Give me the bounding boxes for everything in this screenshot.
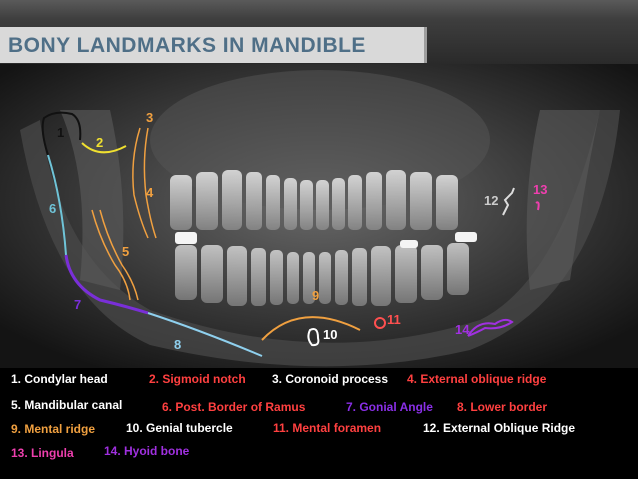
legend-item-13: 13. Lingula xyxy=(11,446,74,460)
mental-foramen-circle xyxy=(374,317,386,329)
genial-tubercle-outline xyxy=(307,328,320,347)
legend-item-11: 11. Mental foramen xyxy=(273,421,382,435)
label-3: 3 xyxy=(146,110,154,125)
label-8: 8 xyxy=(174,337,182,352)
label-13: 13 xyxy=(533,182,548,197)
label-14: 14 xyxy=(455,322,470,337)
legend-item-9: 9. Mental ridge xyxy=(11,422,96,436)
title-bar xyxy=(0,27,427,63)
label-1: 1 xyxy=(57,125,65,140)
ramus-border-line xyxy=(47,154,67,256)
hyoid-bone-line xyxy=(467,318,514,337)
coronoid-process-line xyxy=(132,127,149,239)
label-2: 2 xyxy=(96,135,104,150)
label-12: 12 xyxy=(484,193,499,208)
label-4: 4 xyxy=(146,185,154,200)
condylar-head-outline xyxy=(41,111,82,156)
legend-item-3: 3. Coronoid process xyxy=(272,372,389,386)
legend-item-12: 12. External Oblique Ridge xyxy=(423,421,576,435)
label-10: 10 xyxy=(323,327,338,342)
lower-border-line xyxy=(147,312,263,357)
legend-item-6: 6. Post. Border of Ramus xyxy=(162,400,306,414)
legend xyxy=(0,368,638,479)
mental-ridge-line xyxy=(261,316,361,341)
label-9: 9 xyxy=(312,288,320,303)
legend-item-1: 1. Condylar head xyxy=(11,372,108,386)
legend-item-14: 14. Hyoid bone xyxy=(104,444,190,458)
label-7: 7 xyxy=(74,297,82,312)
sigmoid-notch-line xyxy=(81,142,127,154)
legend-item-8: 8. Lower border xyxy=(457,400,548,414)
legend-item-2: 2. Sigmoid notch xyxy=(149,372,246,386)
legend-item-7: 7. Gonial Angle xyxy=(346,400,433,414)
lingula-line xyxy=(535,201,540,211)
label-5: 5 xyxy=(122,244,130,259)
legend-item-10: 10. Genial tubercle xyxy=(126,421,233,435)
legend-item-5: 5. Mandibular canal xyxy=(11,398,123,412)
label-6: 6 xyxy=(49,201,57,216)
label-11: 11 xyxy=(387,312,401,327)
panoramic-xray xyxy=(0,64,638,368)
slide-title: BONY LANDMARKS IN MANDIBLE xyxy=(8,34,366,57)
gonial-angle-line xyxy=(64,254,149,315)
legend-item-4: 4. External oblique ridge xyxy=(407,372,547,386)
external-oblique-ridge-line xyxy=(502,187,515,216)
